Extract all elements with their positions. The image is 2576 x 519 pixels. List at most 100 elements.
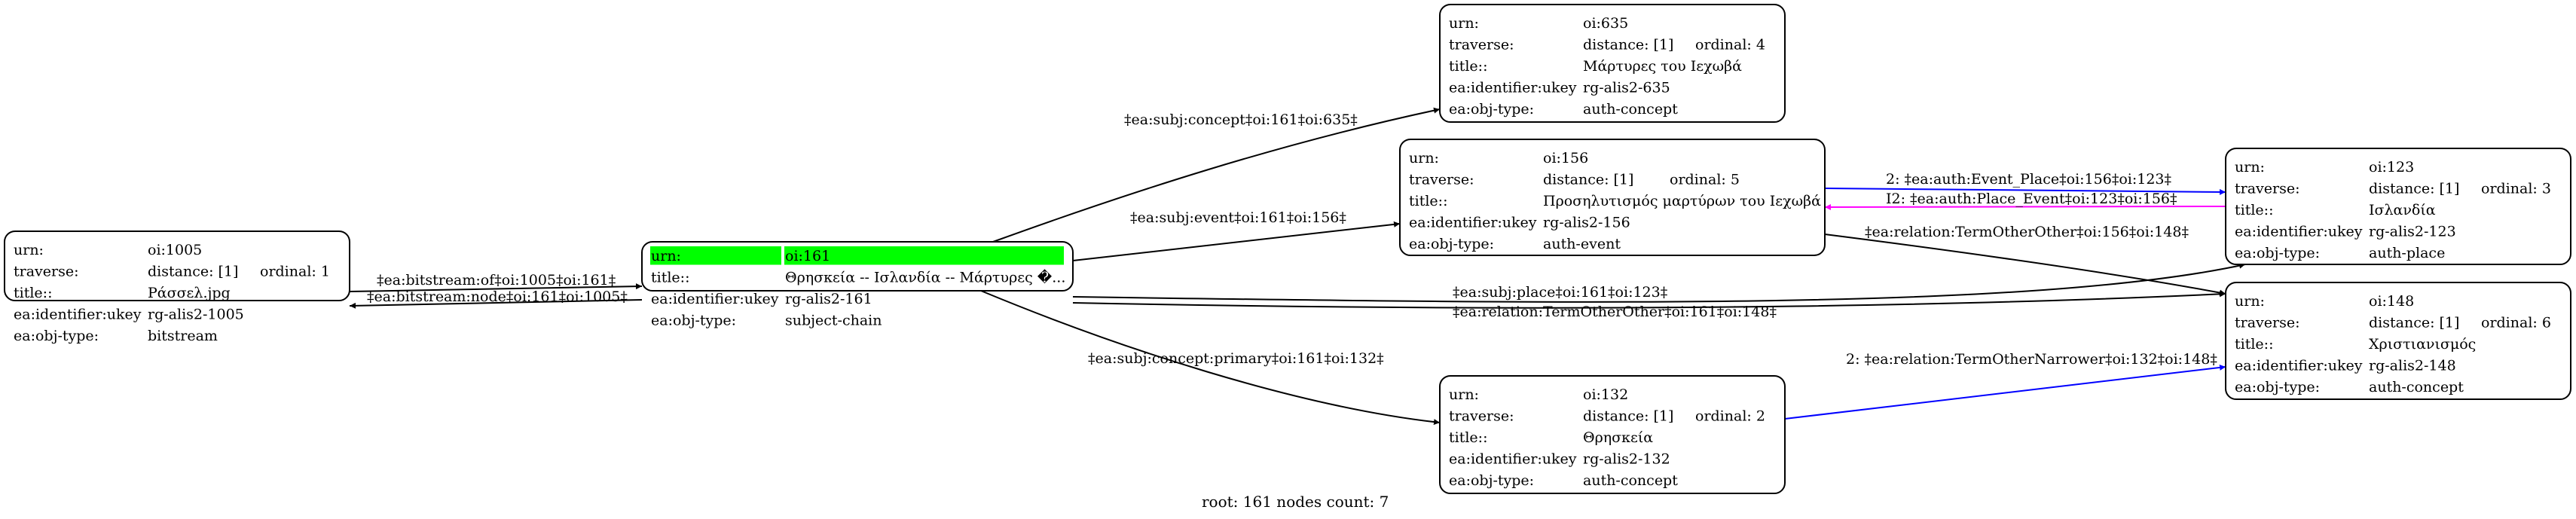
edge-label: ‡ea:subj:event‡oi:161‡oi:156‡ [1130,209,1346,226]
edge-arrow [1824,188,2226,195]
edge-arrow [349,283,643,292]
node-field-key: urn: [2235,159,2265,176]
edge-arrow [1072,262,2246,303]
edge-arrow [980,290,1441,426]
edge-arrow [1072,291,2226,309]
node-field-value: distance: [1] [2369,315,2459,331]
node-box [1439,375,1786,494]
edge-label: 2: ‡ea:auth:Event_Place‡oi:156‡oi:123‡ [1886,171,2171,188]
nodes-layer: urn: oi:1005 traverse: distance: [1] ordinal… [4,4,2571,494]
edge-n161-to-n156: ‡ea:subj:event‡oi:161‡oi:156‡ [1072,209,1401,261]
node-field-value: auth-place [2369,245,2445,261]
node-field-key: ea:identifier:ukey [1449,80,1577,96]
edge-n161-to-n1005: ‡ea:bitstream:node‡oi:161‡oi:1005‡ [349,289,643,309]
node-field-key: traverse: [14,264,79,280]
edges-layer: ‡ea:bitstream:of‡oi:1005‡oi:161‡‡ea:bits… [349,107,2246,426]
node-field-value: auth-event [1543,236,1621,252]
edge-n161-to-n123: ‡ea:subj:place‡oi:161‡oi:123‡ [1072,262,2246,303]
node-field-value: oi:132 [1583,386,1628,403]
node-field-value: distance: [1] [2369,181,2459,197]
node-field-key: title:: [651,270,689,286]
node-field-key: ea:obj-type: [1409,236,1494,252]
edge-n161-to-n635: ‡ea:subj:concept‡oi:161‡oi:635‡ [992,107,1441,243]
edge-n123-to-n156: I2: ‡ea:auth:Place_Event‡oi:123‡oi:156‡ [1824,191,2226,210]
node-field-key: title:: [14,285,52,301]
edge-label: ‡ea:relation:TermOtherOther‡oi:161‡oi:14… [1453,304,1777,320]
edge-n161-to-n148: ‡ea:relation:TermOtherOther‡oi:161‡oi:14… [1072,291,2226,320]
node-field-extra: ordinal: 5 [1670,172,1740,188]
node-field-value: Ράσσελ.jpg [148,285,231,301]
node-field-key: ea:obj-type: [2235,379,2320,395]
edge-n156-to-n123: 2: ‡ea:auth:Event_Place‡oi:156‡oi:123‡ [1824,171,2226,195]
node-field-key: urn: [651,248,681,264]
node-field-value: auth-concept [2369,379,2464,395]
node-field-value: auth-concept [1583,472,1678,489]
node-field-value: rg-alis2-156 [1543,215,1630,231]
node-field-extra: ordinal: 6 [2481,315,2551,331]
node-1005[interactable]: urn: oi:1005 traverse: distance: [1] ordinal… [4,230,350,344]
node-field-key: urn: [2235,293,2265,310]
node-field-key: urn: [1409,150,1439,166]
node-field-value: Ισλανδία [2369,202,2436,218]
node-field-value: Θρησκεία -- Ισλανδία -- Μάρτυρες �... [785,269,1065,286]
node-field-value: oi:148 [2369,293,2414,310]
node-field-key: ea:obj-type: [1449,101,1534,118]
node-field-key: ea:identifier:ukey [1409,215,1537,231]
node-field-extra: ordinal: 4 [1695,37,1765,53]
node-field-value: distance: [1] [148,264,238,280]
node-field-key: ea:identifier:ukey [651,291,779,307]
node-field-value: oi:1005 [148,242,202,258]
node-field-key: ea:obj-type: [14,328,99,344]
node-field-value: distance: [1] [1583,408,1673,425]
node-field-value: rg-alis2-161 [785,291,872,307]
node-field-value: oi:161 [785,248,830,264]
edge-label: ‡ea:subj:concept‡oi:161‡oi:635‡ [1124,111,1358,128]
edge-n161-to-n132: ‡ea:subj:concept:primary‡oi:161‡oi:132‡ [980,290,1441,426]
edge-arrow [1824,203,2226,210]
node-field-key: ea:obj-type: [2235,245,2320,261]
node-field-key: urn: [1449,386,1479,403]
node-field-value: rg-alis2-1005 [148,307,244,323]
node-field-key: ea:obj-type: [651,313,736,329]
node-field-key: traverse: [1449,37,1514,53]
node-field-key: ea:identifier:ukey [2235,224,2363,240]
node-field-value: rg-alis2-148 [2369,358,2456,374]
edge-arrow [992,107,1441,243]
node-field-value: rg-alis2-132 [1583,451,1670,468]
node-field-value: Μάρτυρες του Ιεχωβά [1583,58,1742,75]
node-field-key: urn: [1449,15,1479,32]
node-box [1399,139,1826,256]
node-field-value: auth-concept [1583,101,1678,118]
node-box [4,230,350,301]
node-field-key: title:: [2235,336,2273,353]
node-field-key: title:: [1449,429,1487,446]
node-field-key: ea:identifier:ukey [14,307,142,323]
node-field-value: oi:156 [1543,150,1588,166]
node-field-key: ea:identifier:ukey [2235,358,2363,374]
node-field-key: urn: [14,242,44,258]
node-field-key: title:: [1449,58,1487,75]
highlight-cell-key [650,246,781,265]
edge-label: ‡ea:bitstream:of‡oi:1005‡oi:161‡ [377,272,616,289]
edge-label: 2: ‡ea:relation:TermOtherNarrower‡oi:132… [1846,351,2217,368]
node-field-value: rg-alis2-123 [2369,224,2456,240]
highlight-cell-value [784,246,1064,265]
node-field-value: subject-chain [785,313,882,329]
edge-arrow [1824,234,2226,296]
node-field-value: bitstream [148,328,218,344]
edge-label: ‡ea:subj:concept:primary‡oi:161‡oi:132‡ [1088,350,1384,367]
node-field-key: traverse: [2235,315,2300,331]
edge-label: ‡ea:bitstream:node‡oi:161‡oi:1005‡ [367,289,628,305]
node-field-value: Προσηλυτισμός μαρτύρων του Ιεχωβά [1543,193,1821,209]
graph-caption: root: 161 nodes count: 7 [1202,493,1389,511]
node-148[interactable]: urn: oi:148 traverse: distance: [1] ordinal:… [2225,282,2571,400]
node-field-extra: ordinal: 1 [260,264,330,280]
node-box [1439,4,1786,123]
node-field-key: ea:identifier:ukey [1449,451,1577,468]
